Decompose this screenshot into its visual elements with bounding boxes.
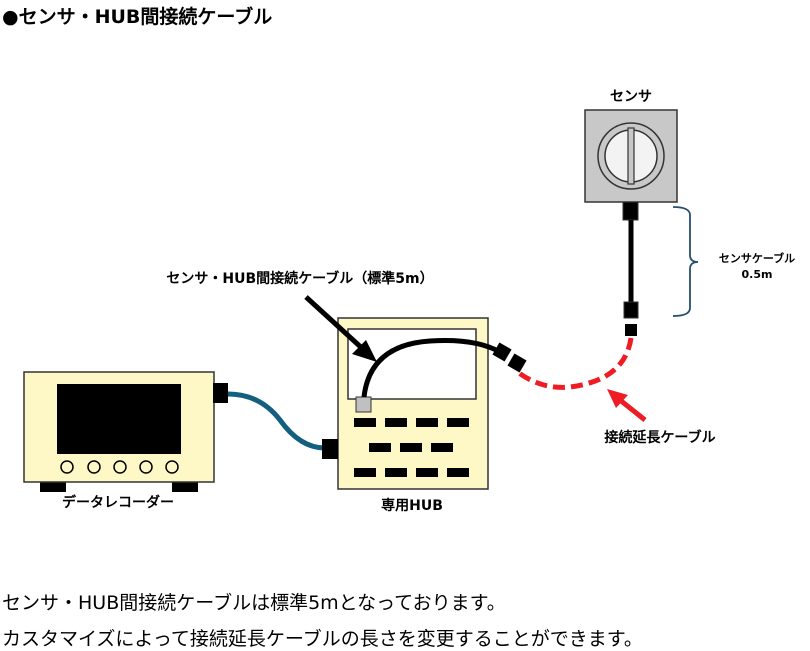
sensor-cable-label: センサケーブル <box>719 251 795 265</box>
description-line-1: センサ・HUB間接続ケーブルは標準5mとなっております。 <box>2 592 506 614</box>
hub-sensor-cable <box>361 338 502 398</box>
description-line-2: カスタマイズによって接続延長ケーブルの長さを変更することができます。 <box>2 628 643 650</box>
sensor-label: センサ <box>610 89 652 105</box>
extension-cable <box>513 337 634 390</box>
hub-cable-arrow <box>304 295 377 362</box>
data-recorder <box>23 371 228 492</box>
sensor-cable-bracket <box>672 206 699 317</box>
extension-cable-label: 接続延長ケーブル <box>604 429 715 446</box>
sensor-cable-length: 0.5m <box>742 268 773 281</box>
page-title: ●センサ・HUB間接続ケーブル <box>2 6 273 28</box>
hub-cable-label: センサ・HUB間接続ケーブル（標準5m） <box>166 270 433 287</box>
sensor-cable <box>622 201 639 319</box>
hub-cable-connectors <box>492 342 527 373</box>
sensor-extension-connector <box>625 324 637 336</box>
sensor-device <box>584 109 678 203</box>
recorder-hub-cable <box>227 391 326 451</box>
hub-recorder-connector <box>322 439 338 459</box>
data-recorder-label: データレコーダー <box>62 494 174 511</box>
extension-cable-arrow <box>607 389 647 422</box>
connection-diagram: センサ センサケーブル 0.5m 接続延長ケーブル 専用HUB <box>23 89 795 514</box>
hub-label: 専用HUB <box>381 497 443 514</box>
